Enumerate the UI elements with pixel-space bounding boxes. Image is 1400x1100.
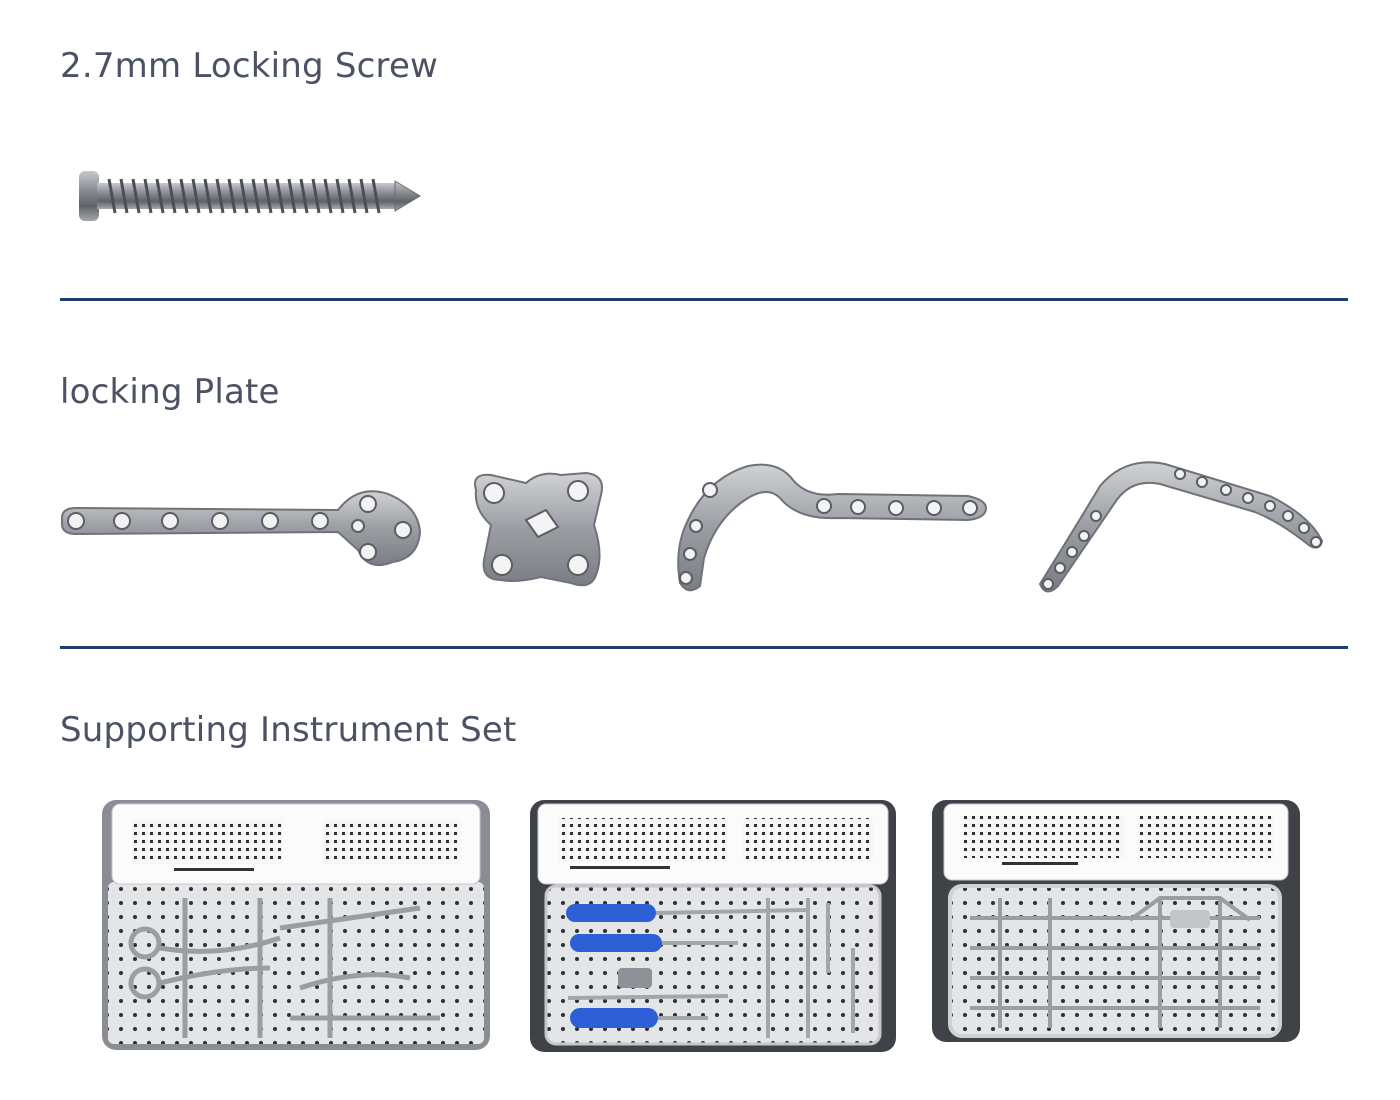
divider-2 xyxy=(60,646,1348,649)
section-title-plate: locking Plate xyxy=(60,372,280,412)
section-title-screw: 2.7mm Locking Screw xyxy=(60,46,439,86)
instrument-tray-1-image xyxy=(100,798,492,1053)
locking-screw-image xyxy=(75,165,425,227)
instrument-tray-2-image xyxy=(528,798,898,1056)
section-title-instruments: Supporting Instrument Set xyxy=(60,710,517,750)
divider-1 xyxy=(60,298,1348,301)
plate-image-straight xyxy=(58,480,423,580)
plate-image-curved xyxy=(668,458,993,598)
instrument-tray-3-image xyxy=(930,798,1302,1046)
plate-image-arc xyxy=(1030,456,1330,601)
plate-image-cross xyxy=(466,465,611,590)
